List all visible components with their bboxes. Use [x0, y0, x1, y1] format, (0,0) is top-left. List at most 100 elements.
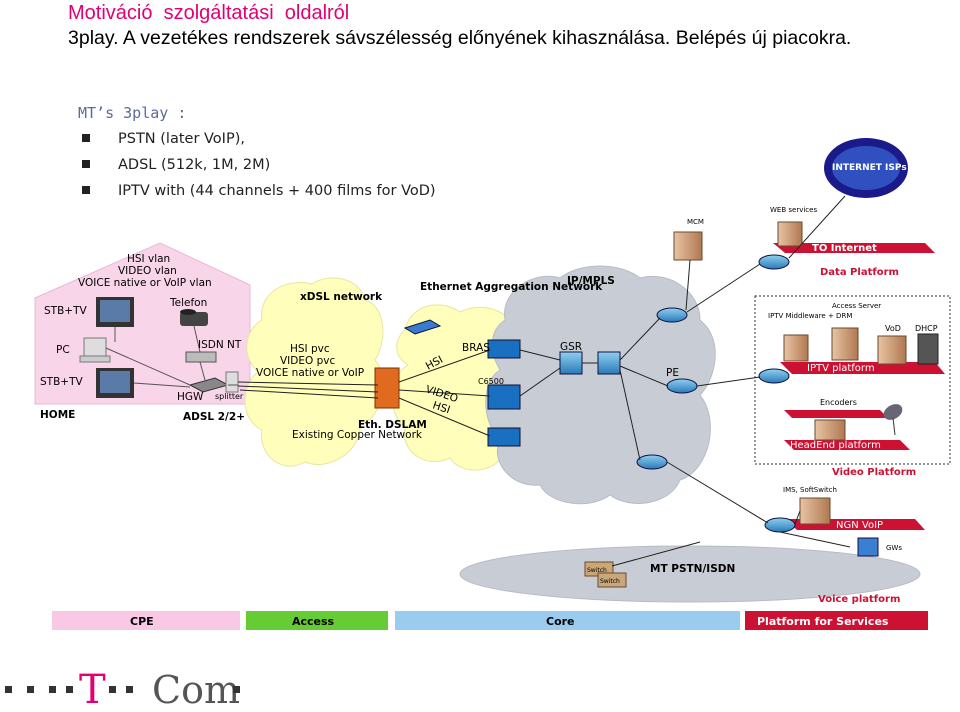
connection-lines	[237, 195, 851, 567]
cpe-band	[52, 611, 240, 630]
vod-server-icon	[877, 335, 907, 365]
web-server-icon	[777, 221, 803, 247]
voice-vlan-label: VOICE native or VoIP vlan	[78, 277, 212, 289]
home-wiring	[105, 325, 238, 388]
c6500-icon	[487, 384, 521, 410]
to-internet-label: TO Internet	[812, 243, 877, 254]
square-bullet-icon	[82, 160, 90, 168]
encoders-bar	[784, 410, 888, 418]
gws-label: GWs	[886, 544, 902, 552]
voice-platform-label: Voice platform	[818, 594, 900, 605]
tv-icon	[96, 297, 134, 327]
video-pvc-label: VIDEO pvc	[280, 355, 335, 367]
pe-router-icon	[636, 454, 668, 470]
pc-icon	[79, 337, 111, 363]
iptv-platform-label: IPTV platform	[807, 363, 875, 374]
router-icon	[758, 254, 790, 270]
switch-icon	[597, 572, 627, 588]
core-band	[395, 611, 740, 630]
gsr-label: GSR	[560, 341, 582, 353]
access-label: Access	[292, 615, 335, 628]
dslam-icon	[374, 367, 400, 409]
page-title: Motiváció szolgáltatási oldalról	[68, 2, 350, 24]
aggregation-label: Ethernet Aggregation Network	[420, 281, 603, 293]
c6500-label: C6500	[478, 377, 504, 386]
pc-label: PC	[56, 344, 70, 356]
pstn-label: MT PSTN/ISDN	[650, 563, 735, 575]
t-com-logo: T Com	[5, 667, 240, 712]
xdsl-label: xDSL network	[300, 291, 383, 303]
encoder-server-icon	[814, 419, 846, 441]
access-server-label: Access Server	[832, 302, 881, 310]
telefon-label: Telefon	[169, 297, 207, 309]
switch-label: Switch	[587, 567, 607, 574]
bullet-item: ADSL (512k, 1M, 2M)	[82, 157, 270, 173]
logo-com: Com	[152, 668, 240, 712]
isdn-nt-icon	[185, 351, 217, 363]
access-server-icon	[831, 327, 859, 361]
pe-router-icon	[666, 378, 698, 394]
ngn-voip-label: NGN VoIP	[836, 520, 883, 531]
bullet-item: PSTN (later VoIP),	[82, 131, 245, 147]
bullet-text: ADSL (512k, 1M, 2M)	[118, 157, 271, 173]
video-platform-label: Video Platform	[832, 467, 916, 478]
hsi-vlan-label: HSI vlan	[127, 253, 170, 265]
xdsl-cloud	[244, 277, 384, 467]
logo-t: T	[79, 667, 106, 712]
dslam-label: Eth. DSLAM	[358, 419, 427, 431]
bras-label: BRAS	[462, 342, 490, 354]
page-subtitle: 3play. A vezetékes rendszerek sávszéless…	[68, 27, 852, 49]
mcm-label: MCM	[687, 218, 704, 226]
home-label: HOME	[40, 409, 75, 421]
to-internet-bar	[773, 243, 935, 253]
headend-bar	[784, 440, 910, 450]
bullet-text: IPTV with (44 channels + 400 films for V…	[118, 183, 436, 199]
switch-label: Switch	[600, 578, 620, 585]
encoders-label: Encoders	[820, 398, 857, 407]
copper-label: Existing Copper Network	[292, 429, 423, 441]
pstn-cloud	[459, 545, 921, 603]
satellite-dish-icon	[883, 404, 903, 436]
phone-icon	[180, 309, 208, 326]
core-label: Core	[546, 615, 575, 628]
gateway-icon	[857, 537, 879, 557]
headend-label: HeadEnd platform	[790, 440, 881, 451]
iptv-middleware-label: IPTV Middleware + DRM	[768, 312, 852, 320]
bullet-heading: MT’s 3play :	[78, 104, 187, 122]
hsi-pvc-label: HSI pvc	[290, 343, 330, 355]
tv-icon	[96, 368, 134, 398]
cpe-label: CPE	[130, 615, 154, 628]
pe-label: PE	[666, 367, 679, 379]
isdn-nt-label: ISDN NT	[198, 339, 242, 351]
services-band	[745, 611, 928, 630]
hsi-label: HSI	[431, 399, 452, 416]
mcm-server-icon	[673, 231, 703, 261]
pe-router-icon	[656, 307, 688, 323]
bullet-item: IPTV with (44 channels + 400 films for V…	[82, 183, 436, 199]
ethernet-switch-icon	[403, 319, 442, 335]
gsr-router-icon	[597, 351, 621, 375]
services-label: Platform for Services	[757, 615, 889, 628]
square-bullet-icon	[82, 134, 90, 142]
video-vlan-label: VIDEO vlan	[118, 265, 177, 277]
bottom-category-bar: CPE Access Core Platform for Services	[52, 611, 928, 630]
iptv-server-icon	[783, 334, 809, 362]
ims-label: IMS, SoftSwitch	[783, 486, 837, 494]
splitter-icon	[225, 371, 239, 393]
iptv-platform-bar	[780, 362, 945, 374]
router-icon	[764, 517, 796, 533]
ims-server-icon	[799, 497, 831, 525]
square-bullet-icon	[82, 186, 90, 194]
ipmpls-label: IP/MPLS	[567, 275, 615, 287]
web-services-label: WEB services	[770, 206, 817, 214]
internet-label: INTERNET ISPs	[832, 163, 907, 173]
hgw-label: HGW	[177, 391, 204, 403]
stb-tv-label: STB+TV	[40, 376, 83, 388]
router-icon	[758, 368, 790, 384]
internet-cloud-icon	[824, 138, 908, 198]
bras-icon	[487, 427, 521, 447]
iptv-video-dashed-box	[754, 295, 951, 465]
access-band	[246, 611, 388, 630]
voice-pvc-label: VOICE native or VoIP	[256, 367, 364, 379]
